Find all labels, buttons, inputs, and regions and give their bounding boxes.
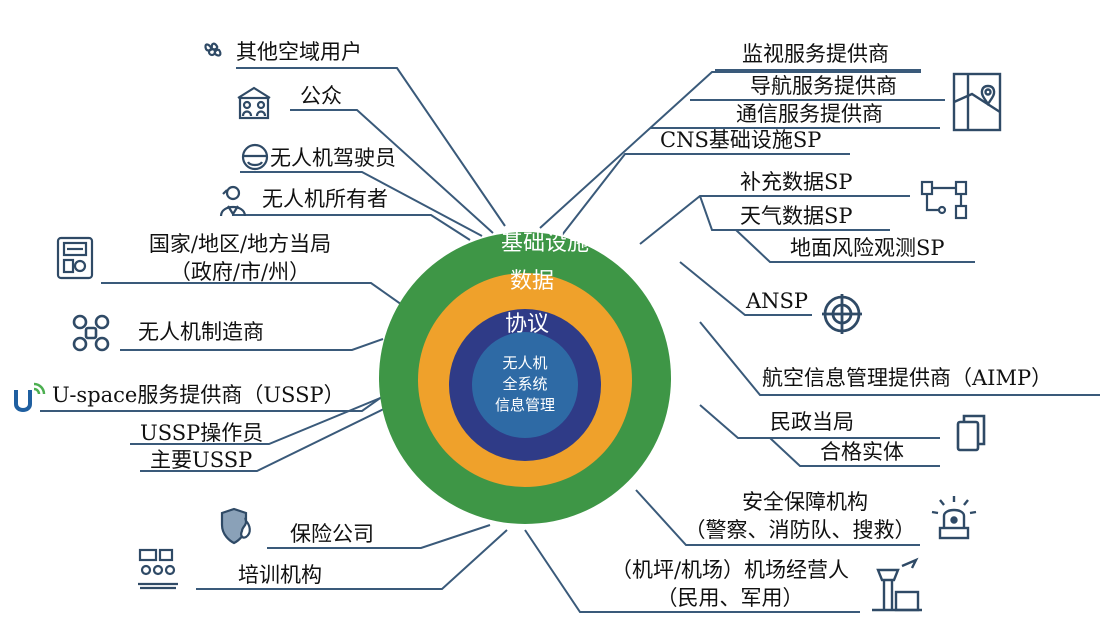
label-ground-risk: 地面风险观测SP bbox=[790, 236, 945, 260]
line-authority bbox=[101, 282, 406, 308]
label-cns: CNS基础设施SP bbox=[660, 128, 822, 152]
owner-person-icon bbox=[219, 185, 247, 217]
line-uav-owner bbox=[232, 214, 471, 241]
label-manufacturer: 无人机制造商 bbox=[138, 320, 264, 344]
line-airport bbox=[524, 529, 860, 613]
label-uav-pilot: 无人机驾驶员 bbox=[270, 146, 396, 170]
connector-lines bbox=[40, 67, 1100, 613]
line-other-airspace-users bbox=[236, 67, 506, 227]
label-authority-line2: （政府/市/州） bbox=[169, 260, 311, 284]
core-label-line1: 无人机 bbox=[502, 354, 547, 372]
label-main-ussp: 主要USSP bbox=[150, 448, 253, 472]
line-security bbox=[635, 489, 920, 546]
label-authority-line1: 国家/地区/地方当局 bbox=[148, 232, 332, 256]
ring-protocol-label: 协议 bbox=[505, 312, 549, 337]
label-airport-line1: （机坪/机场）机场经营人 bbox=[610, 558, 850, 582]
drone-icon bbox=[72, 314, 110, 352]
radar-target-icon bbox=[822, 294, 862, 334]
label-weather: 天气数据SP bbox=[740, 204, 853, 228]
line-weather bbox=[699, 195, 890, 231]
core-label-line2: 全系统 bbox=[502, 375, 547, 393]
label-ussp: U-space服务提供商（USSP） bbox=[52, 383, 345, 407]
alarm-beacon-icon bbox=[931, 496, 977, 540]
airport-tower-icon bbox=[872, 557, 922, 612]
line-ground-risk bbox=[735, 229, 975, 263]
line-aimp bbox=[699, 321, 1100, 396]
line-main-ussp bbox=[140, 401, 399, 472]
label-aimp: 航空信息管理提供商（AIMP） bbox=[762, 366, 1053, 390]
label-civil-authority: 民政当局 bbox=[770, 410, 854, 434]
label-supplementary-data: 补充数据SP bbox=[740, 170, 853, 194]
line-ussp-operator bbox=[130, 393, 391, 445]
propeller-icon bbox=[204, 42, 222, 57]
insurance-shield-icon bbox=[220, 507, 251, 545]
line-training bbox=[196, 529, 508, 590]
line-cns bbox=[561, 153, 850, 236]
ussp-signal-icon bbox=[14, 382, 46, 412]
line-insurance bbox=[267, 524, 491, 549]
line-surveillance bbox=[539, 69, 921, 229]
id-badge-icon bbox=[56, 236, 94, 280]
label-navigation: 导航服务提供商 bbox=[750, 74, 897, 98]
line-ansp bbox=[679, 261, 812, 316]
label-airport-line2: （民用、军用） bbox=[656, 586, 804, 610]
line-uav-pilot bbox=[240, 171, 483, 237]
label-other-airspace-users: 其他空域用户 bbox=[236, 40, 362, 64]
public-building-icon bbox=[237, 86, 271, 120]
label-qualified-entity: 合格实体 bbox=[820, 440, 904, 464]
label-surveillance: 监视服务提供商 bbox=[742, 42, 889, 66]
label-communication: 通信服务提供商 bbox=[736, 102, 883, 126]
classroom-icon bbox=[138, 548, 178, 590]
label-uav-owner: 无人机所有者 bbox=[262, 187, 388, 211]
label-security-line2: （警察、消防队、搜救） bbox=[684, 518, 916, 542]
label-insurance: 保险公司 bbox=[290, 522, 374, 546]
line-public bbox=[290, 109, 494, 234]
label-ansp: ANSP bbox=[746, 289, 809, 313]
label-training: 培训机构 bbox=[238, 563, 322, 587]
ring-infrastructure-label: 基础设施 bbox=[501, 231, 589, 256]
ring-core bbox=[472, 332, 578, 438]
network-nodes-icon bbox=[920, 180, 968, 220]
ring-data-label: 数据 bbox=[510, 269, 554, 294]
line-manufacturer bbox=[120, 338, 384, 351]
core-label-line3: 信息管理 bbox=[495, 396, 555, 414]
pilot-helmet-icon bbox=[241, 143, 269, 171]
line-qualified bbox=[769, 437, 940, 467]
label-public: 公众 bbox=[300, 84, 342, 108]
label-ussp-operator: USSP操作员 bbox=[140, 421, 264, 445]
map-pin-icon bbox=[952, 72, 1002, 132]
line-civil-authority bbox=[699, 404, 940, 439]
label-security-line1: 安全保障机构 bbox=[742, 490, 868, 514]
documents-icon bbox=[956, 414, 986, 452]
